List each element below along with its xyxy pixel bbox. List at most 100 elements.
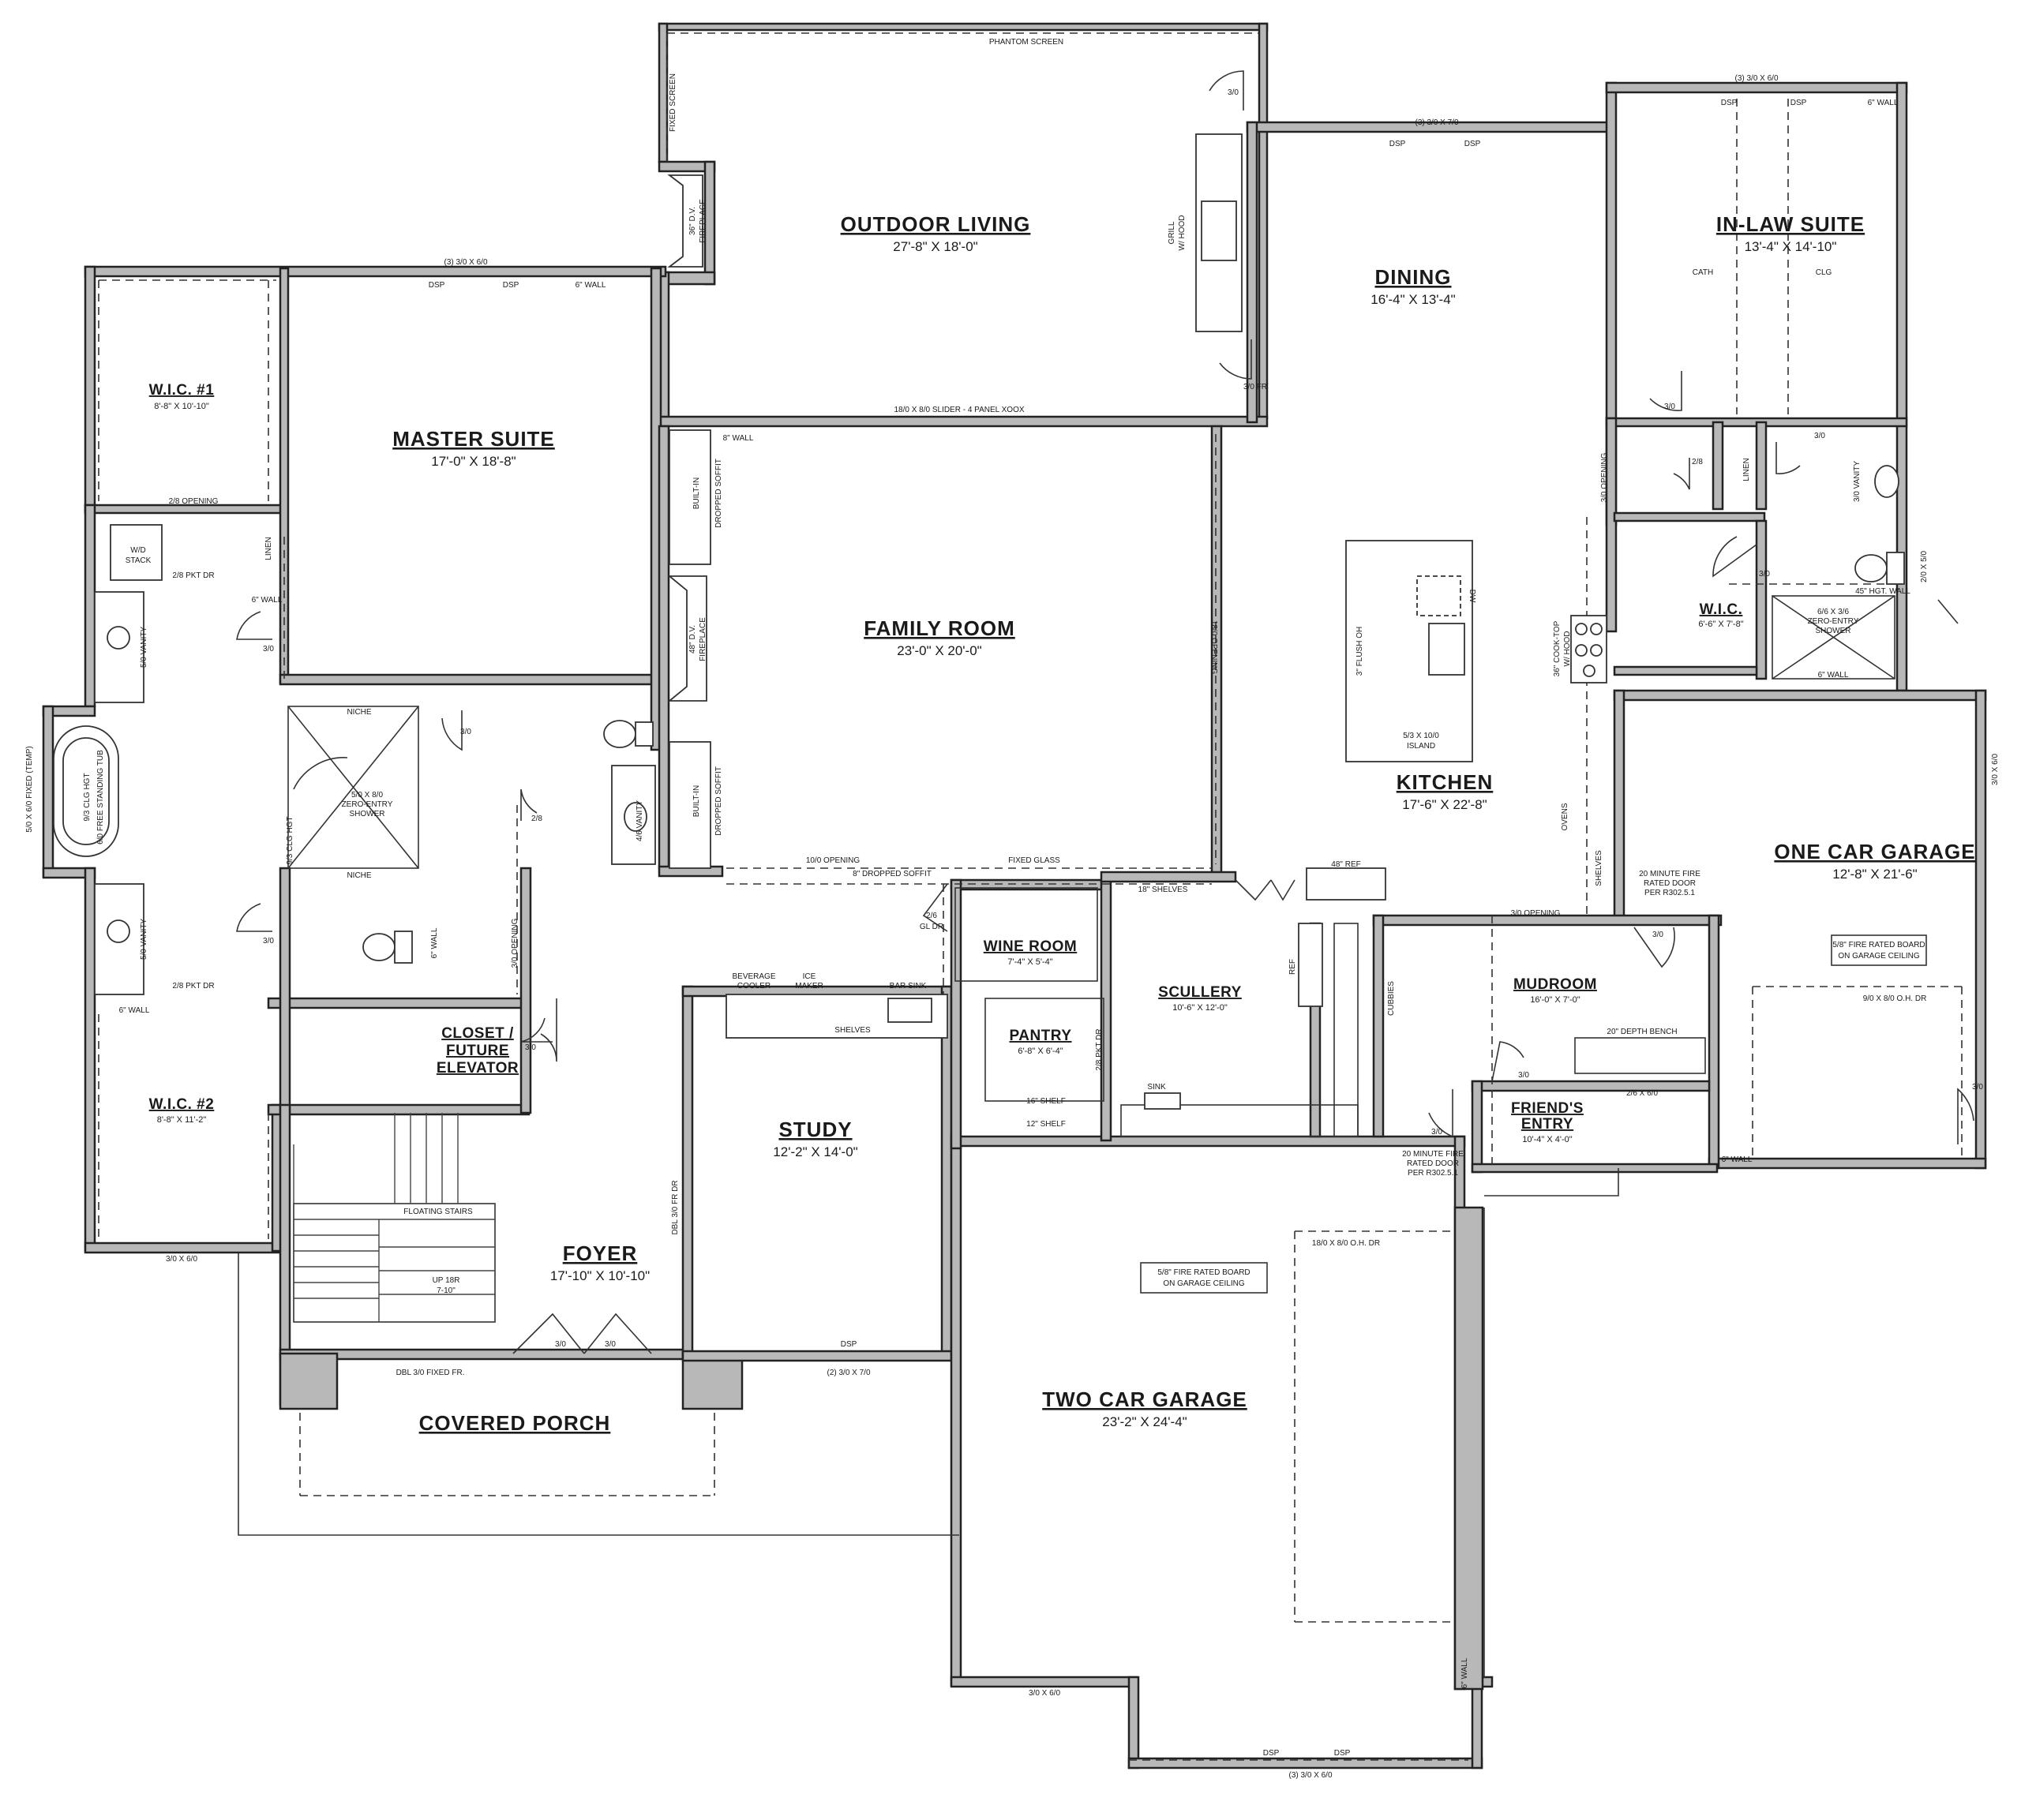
dims-family-room: 23'-0" X 20'-0" (897, 643, 981, 658)
note-shower-2: ZERO-ENTRY (342, 800, 393, 809)
note-fire-door-1a: 20 MINUTE FIRE (1639, 870, 1700, 878)
fireplace-outdoor (667, 174, 703, 268)
note-bar-sink: BAR SINK (890, 982, 927, 991)
note-beverage-1: BEVERAGE (732, 972, 775, 981)
note-up-1: UP 18R (433, 1276, 460, 1285)
note-fire-board-2b: ON GARAGE CEILING (1163, 1279, 1245, 1288)
note-fp48-1: 48" D.V. (688, 625, 697, 653)
room-study: STUDY (778, 1118, 852, 1141)
note-opening-30-inlaw: 3/0 OPENING (1600, 452, 1609, 502)
room-two-car-garage: TWO CAR GARAGE (1042, 1387, 1247, 1411)
note-fire-door-1c: PER R302.5.1 (1644, 889, 1695, 897)
room-closet-3: ELEVATOR (437, 1060, 519, 1077)
note-fixed-temp: 5/0 X 6/0 FIXED (TEMP) (25, 746, 34, 832)
note-phantom-screen: PHANTOM SCREEN (989, 38, 1063, 47)
note-door-master: 3/0 (263, 645, 274, 653)
note-clg-hgt-shower: 9/3 CLG HGT (286, 816, 294, 864)
room-mudroom: MUDROOM (1513, 976, 1597, 993)
dims-wic2: 8'-8" X 11'-2" (157, 1115, 207, 1125)
note-door-outdoor: 3/0 (1228, 88, 1239, 97)
room-pantry: PANTRY (1010, 1028, 1072, 1044)
note-fire-door-2b: RATED DOOR (1407, 1159, 1459, 1168)
room-friends-entry-1: FRIEND'S (1511, 1100, 1584, 1117)
note-win-study: (2) 3/0 X 7/0 (827, 1369, 870, 1377)
note-door-28: 2/8 (531, 815, 542, 823)
note-vanity-46: 4/6 VANITY (636, 800, 644, 841)
note-cooktop-2: W/ HOOD (1563, 631, 1572, 667)
note-linen: LINEN (264, 537, 273, 560)
note-opening-100: 10/0 OPENING (806, 856, 861, 865)
dims-wic-inlaw: 6'-6" X 7'-8" (1698, 620, 1743, 629)
note-sink: SINK (1147, 1083, 1166, 1092)
note-door-closet: 3/0 (525, 1043, 536, 1052)
note-pkt-dr-1: 2/8 PKT DR (172, 571, 214, 580)
note-shower-3: SHOWER (350, 810, 385, 818)
note-ice-1: ICE (803, 972, 816, 981)
note-fire-door-2a: 20 MINUTE FIRE (1402, 1150, 1464, 1159)
dims-friends-entry: 10'-4" X 4'-0" (1522, 1135, 1572, 1144)
note-niche-1: NICHE (347, 708, 371, 717)
note-ref-48: 48" REF (1331, 860, 1360, 869)
note-fire-board-1b: ON GARAGE CEILING (1838, 952, 1920, 961)
note-fp48-2: FIREPLACE (699, 617, 707, 661)
exterior-walls (42, 22, 1987, 1769)
note-dsp-master-1: DSP (429, 281, 445, 290)
fire-board-box-2 (1140, 1262, 1268, 1294)
note-niche-2: NICHE (347, 871, 371, 880)
note-shelves-pantry: SHELVES (1595, 850, 1603, 886)
note-dbl-fr: DBL 3/0 FR DR (671, 1180, 680, 1234)
note-dsp-dining-2: DSP (1464, 140, 1481, 148)
note-win-wic2: 3/0 X 6/0 (166, 1255, 197, 1264)
note-dsp-dining-1: DSP (1389, 140, 1406, 148)
note-cooktop-1: 36" COOK-TOP (1553, 620, 1562, 676)
note-dw: DW (1468, 590, 1476, 603)
dims-pantry: 6'-8" X 6'-4" (1018, 1047, 1063, 1056)
note-shower66-2: ZERO-ENTRY (1808, 617, 1859, 626)
note-clg-hgt-tub: 9/3 CLG HGT (83, 773, 92, 821)
note-pkt-dr-pantry: 2/8 PKT DR (1095, 1028, 1104, 1070)
note-grill-1: GRILL (1168, 221, 1176, 244)
note-door-wic-inlaw: 3/0 (1759, 570, 1770, 579)
note-floating: FLOATING STAIRS (403, 1208, 473, 1216)
dims-wine-room: 7'-4" X 5'-4" (1007, 957, 1052, 967)
room-closet-1: CLOSET / (441, 1025, 514, 1042)
doors (236, 70, 1974, 1354)
note-dsp-master-2: DSP (503, 281, 519, 290)
room-dining: DINING (1375, 265, 1452, 289)
stairs (293, 1113, 496, 1323)
dims-two-car-garage: 23'-2" X 24'-4" (1102, 1414, 1187, 1429)
dashed-lines (98, 32, 1963, 1761)
note-wall-6-garage: 6" WALL (1460, 1657, 1469, 1688)
dims-dining: 16'-4" X 13'-4" (1370, 292, 1455, 307)
note-oh-dr-98: 9/0 X 8/0 O.H. DR (1863, 994, 1927, 1003)
dims-outdoor-living: 27'-8" X 18'-0" (893, 239, 977, 254)
note-win-garage: (3) 3/0 X 6/0 (1288, 1771, 1332, 1780)
note-wd-1: W/D (130, 546, 145, 555)
note-dsp-garage-2: DSP (1334, 1749, 1351, 1758)
note-pkt-dr-2: 2/8 PKT DR (172, 982, 214, 991)
room-closet-2: FUTURE (446, 1043, 509, 1059)
note-door-foyer-2: 3/0 (605, 1340, 616, 1349)
note-win-garage-side: 3/0 X 6/0 (1029, 1689, 1060, 1698)
room-friends-entry-2: ENTRY (1521, 1116, 1573, 1133)
note-opening-180: 18/0 OPENING (1209, 620, 1218, 675)
note-grill-2: W/ HOOD (1178, 215, 1187, 251)
note-door-fr: 3/0 FR (1243, 383, 1267, 391)
note-ice-2: MAKER (795, 982, 823, 991)
note-builtin-1: BUILT-IN (692, 477, 701, 509)
note-wall-6-onecar: 6" WALL (1722, 1155, 1753, 1164)
note-fp36-1: 36" D.V. (688, 207, 697, 235)
note-cubbies: CUBBIES (1387, 981, 1396, 1016)
note-shelves-bar: SHELVES (834, 1026, 871, 1035)
fixtures (53, 133, 1905, 1137)
note-dsp-inlaw-1: DSP (1721, 99, 1738, 107)
note-clg: CLG (1816, 268, 1832, 277)
note-vanity-1: 5/0 VANITY (140, 627, 148, 668)
note-win-one-car: 3/0 X 6/0 (1991, 754, 2000, 785)
note-win-25: 2/0 X 5/0 (1920, 551, 1929, 582)
note-beverage-2: COOLER (737, 982, 771, 991)
note-wall-6-inlaw: 6" WALL (1818, 671, 1849, 680)
note-fp36-2: FIREPLACE (699, 199, 707, 243)
note-wall-6-a: 6" WALL (252, 596, 283, 605)
